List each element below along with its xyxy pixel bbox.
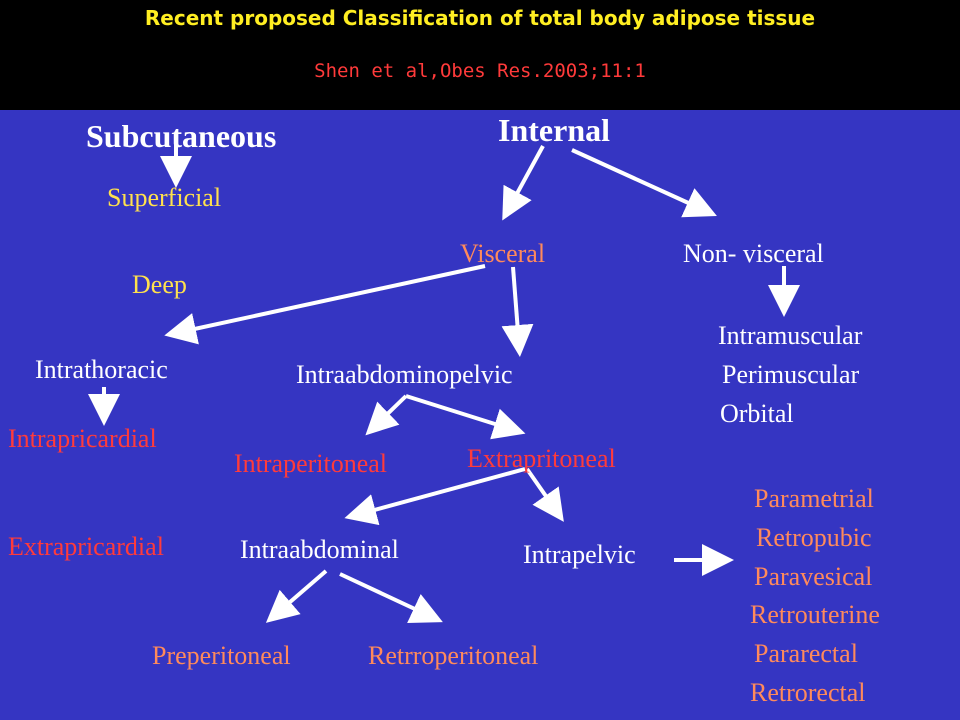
slide-title: Recent proposed Classification of total … xyxy=(144,6,816,30)
node-intrapricardial: Intrapricardial xyxy=(8,424,157,453)
arrow-internal-visceral xyxy=(502,145,545,221)
node-extrapricardial: Extrapricardial xyxy=(8,532,164,561)
arrow-abdominopelvic-extrapritoneal xyxy=(405,394,526,440)
node-intrathoracic: Intrathoracic xyxy=(35,355,168,384)
node-preperitoneal: Preperitoneal xyxy=(152,641,291,670)
node-intraabdominal: Intraabdominal xyxy=(240,535,399,564)
node-intrapelvic: Intrapelvic xyxy=(523,540,636,569)
node-superficial: Superficial xyxy=(107,183,222,212)
node-intramuscular: Intramuscular xyxy=(718,321,863,350)
arrow-intraabdominal-retrroperitoneal xyxy=(339,572,443,624)
node-extrapritoneal: Extrapritoneal xyxy=(467,444,616,473)
node-deep: Deep xyxy=(132,270,187,299)
pelvic-item-retropubic: Retropubic xyxy=(756,523,872,552)
node-retrroperitoneal: Retrroperitoneal xyxy=(368,641,539,670)
node-perimuscular: Perimuscular xyxy=(722,360,860,389)
pelvic-item-paravesical: Paravesical xyxy=(754,562,873,591)
arrow-extrapritoneal-intrapelvic xyxy=(525,467,564,522)
arrow-intraabdominal-preperitoneal xyxy=(265,569,328,623)
node-intraabdominopelvic: Intraabdominopelvic xyxy=(296,360,513,389)
arrow-visceral-intraabdominopelvic xyxy=(501,266,534,357)
pelvic-item-pararectal: Pararectal xyxy=(754,639,858,668)
header-bar: Recent proposed Classification of total … xyxy=(0,0,960,110)
node-visceral: Visceral xyxy=(460,239,546,268)
arrow-internal-nonvisceral xyxy=(571,148,717,218)
pelvic-item-retrorectal: Retrorectal xyxy=(750,678,866,707)
node-non-visceral: Non- visceral xyxy=(683,239,824,268)
pelvic-item-retrouterine: Retrouterine xyxy=(750,600,880,629)
node-internal: Internal xyxy=(498,112,610,148)
node-subcutaneous: Subcutaneous xyxy=(86,118,277,154)
pelvic-item-parametrial: Parametrial xyxy=(754,484,874,513)
citation: Shen et al,Obes Res.2003;11:1 xyxy=(314,60,646,82)
node-intraperitoneal: Intraperitoneal xyxy=(234,449,388,478)
node-orbital: Orbital xyxy=(720,399,794,428)
arrow-abdominopelvic-intraperitoneal xyxy=(365,394,408,436)
arrow-extrapritoneal-intraabdominal xyxy=(344,467,526,526)
arrow-visceral-intrathoracic xyxy=(164,264,486,345)
